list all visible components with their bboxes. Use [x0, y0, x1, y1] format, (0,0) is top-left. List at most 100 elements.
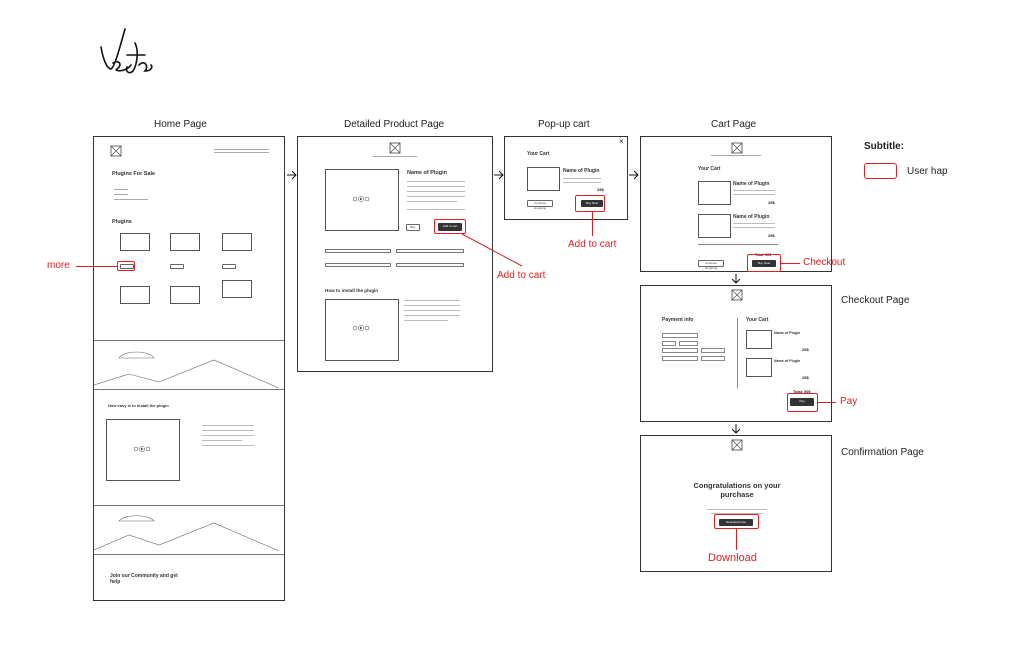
checkout-button[interactable]: Buy Now [752, 260, 776, 267]
payment-field[interactable] [662, 356, 698, 361]
buy-now-highlight [575, 195, 605, 212]
download-now-button[interactable]: Download now [719, 519, 753, 526]
home-page-frame: Plugins For Sale Plugins How easy is to … [93, 136, 285, 601]
confirmation-text [707, 509, 767, 510]
play-icon[interactable] [352, 325, 370, 331]
product-desc [407, 181, 465, 182]
payment-field[interactable] [701, 348, 725, 353]
home-page-title: Home Page [154, 119, 207, 130]
cart-page-title: Cart Page [711, 119, 757, 130]
payment-field[interactable] [662, 348, 698, 353]
community-heading: Join our Community and get help [110, 573, 178, 585]
popup-cart-heading: Your Cart [527, 151, 550, 157]
plugin-card-image [222, 280, 252, 298]
pay-annotation: Pay [840, 396, 858, 407]
checkout-item-price: 25$ [802, 375, 809, 380]
payment-field[interactable] [679, 341, 698, 346]
product-page-title: Detailed Product Page [344, 119, 445, 130]
checkout-item-image [746, 330, 772, 349]
payment-field[interactable] [701, 356, 725, 361]
add-to-cart-highlight [434, 219, 466, 234]
cart-item-desc [733, 223, 775, 224]
play-icon[interactable] [352, 196, 370, 202]
pay-button[interactable]: Pay [790, 398, 814, 406]
video-strip [396, 263, 464, 267]
cart-divider [698, 244, 778, 245]
product-desc [407, 186, 465, 187]
nav-bar [711, 155, 761, 156]
product-desc [407, 209, 465, 210]
cart-page-frame: Your Cart Name of Plugin 25$ Name of Plu… [640, 136, 832, 272]
popup-item-name: Name of Plugin [563, 168, 600, 174]
popup-item-desc [563, 178, 601, 179]
checkout-item-name: Name of Plugin [774, 331, 801, 335]
product-desc [407, 201, 457, 202]
more-button[interactable] [222, 264, 236, 269]
checkout-highlight [747, 254, 781, 272]
video-strip [325, 249, 391, 253]
cart-item-desc [733, 227, 775, 228]
popup-item-price: 25$ [597, 187, 604, 192]
cart-item-image [698, 214, 731, 238]
plugin-card-image [170, 286, 200, 304]
more-button[interactable] [170, 264, 184, 269]
video-strip [396, 249, 464, 253]
logo-placeholder-icon [731, 142, 743, 154]
cart-item-desc [733, 194, 775, 195]
buy-button[interactable]: Buy [406, 224, 420, 231]
plugin-card-image [222, 233, 252, 251]
checkout-item-image [746, 358, 772, 377]
install-text [202, 435, 254, 436]
add-to-cart-button[interactable]: Add to cart [438, 223, 462, 231]
more-button[interactable] [120, 264, 134, 269]
install-text [404, 310, 460, 311]
logo-placeholder-icon [110, 145, 122, 157]
more-annotation: more [47, 260, 70, 271]
banner-image [94, 340, 284, 390]
nav-bar [373, 156, 417, 157]
cart-total: Total: 50$ [755, 253, 772, 257]
download-connector [736, 529, 737, 550]
logo-placeholder-icon [731, 439, 743, 451]
banner-image [94, 505, 284, 555]
close-icon[interactable]: × [619, 137, 624, 146]
video-strip [325, 263, 391, 267]
legend-swatch [864, 163, 897, 179]
install-video[interactable] [325, 299, 399, 361]
continue-shopping-button[interactable]: Continue shopping [527, 200, 553, 210]
nav-bar-bottom [214, 152, 269, 153]
product-video[interactable] [325, 169, 399, 231]
cart-item-price: 25$ [768, 233, 775, 238]
banner-mountains-icon [94, 351, 280, 389]
continue-shopping-button[interactable]: Continue shopping [698, 260, 724, 270]
payment-info-heading: Payment info [662, 317, 694, 323]
buy-now-connector [592, 212, 593, 236]
checkout-item-price: 25$ [802, 347, 809, 352]
payment-field[interactable] [662, 341, 676, 346]
payment-field[interactable] [662, 333, 698, 338]
install-text [202, 425, 254, 426]
banner-mountains-icon [94, 515, 280, 552]
play-icon[interactable] [133, 446, 151, 452]
signature-logo [100, 28, 153, 74]
install-text [404, 305, 460, 306]
install-text [404, 300, 460, 301]
popup-item-image [527, 167, 560, 191]
product-name: Name of Plugin [407, 170, 448, 176]
buy-now-button[interactable]: Buy Now [581, 200, 603, 207]
cart-item-name: Name of Plugin [733, 214, 770, 220]
cart-item-image [698, 181, 731, 205]
cart-item-name: Name of Plugin [733, 181, 770, 187]
checkout-total: Total: 50$ [793, 390, 811, 394]
logo-placeholder-icon [731, 289, 743, 301]
checkout-annotation: Checkout [803, 257, 846, 268]
install-video[interactable] [106, 419, 180, 481]
product-desc [407, 196, 465, 197]
install-heading: How easy is to install the plugin [108, 403, 169, 408]
product-desc [407, 191, 465, 192]
install-text [404, 320, 448, 321]
download-annotation: Download [708, 552, 757, 564]
plugin-card-image [120, 233, 150, 251]
download-highlight [714, 514, 759, 529]
legend-item-label: User hap [907, 166, 948, 177]
